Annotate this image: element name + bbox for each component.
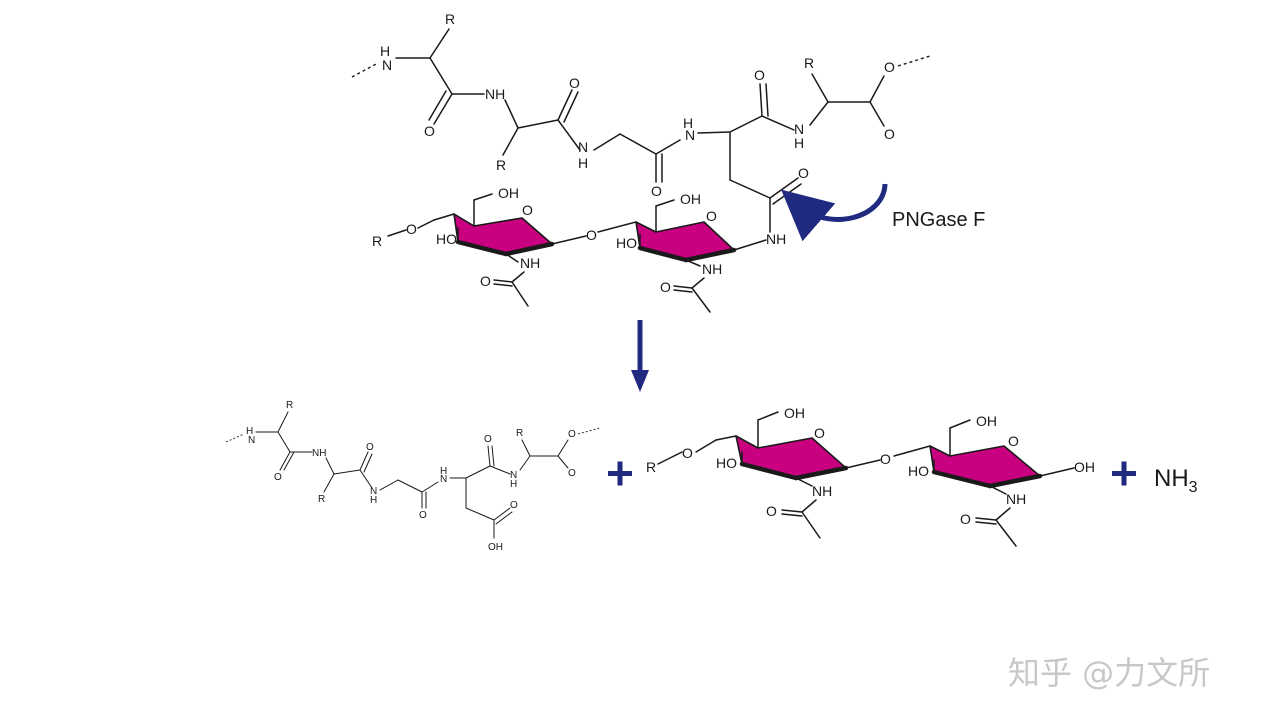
atom-r: R xyxy=(804,55,814,71)
atom-o: O xyxy=(569,75,580,91)
atom-n-h: H xyxy=(440,466,447,477)
atom-o: O xyxy=(522,202,533,218)
atom-n-h: H xyxy=(510,479,517,490)
atom-n: N xyxy=(440,474,447,485)
plus-sign xyxy=(1112,461,1136,486)
atom-o: O xyxy=(960,511,971,527)
atom-n-h: H xyxy=(380,43,390,59)
atom-o: O xyxy=(424,123,435,139)
atom-o: O xyxy=(406,221,417,237)
atom-oh: OH xyxy=(976,413,997,429)
atom-o: O xyxy=(510,500,518,511)
atom-oh: OH xyxy=(1074,459,1095,475)
enzyme-label: PNGase F xyxy=(892,209,985,231)
atom-r: R xyxy=(516,428,523,439)
atom-o: O xyxy=(419,510,427,521)
atom-r: R xyxy=(496,157,506,173)
atom-nh: NH xyxy=(312,448,326,459)
atom-ho: HO xyxy=(908,463,929,479)
atom-nh: NH xyxy=(1006,491,1026,507)
atom-r: R xyxy=(286,400,293,411)
atom-o: O xyxy=(884,126,895,142)
atom-nh: NH xyxy=(702,261,722,277)
atom-ho: HO xyxy=(436,231,457,247)
atom-n: N xyxy=(578,139,588,155)
atom-n-h: H xyxy=(794,135,804,151)
atom-n-h: H xyxy=(370,495,377,506)
enzyme-arrow xyxy=(781,183,888,242)
atom-o: O xyxy=(568,468,576,479)
atom-o: O xyxy=(754,67,765,83)
atom-o: O xyxy=(766,503,777,519)
atom-o: O xyxy=(484,434,492,445)
atom-o: O xyxy=(568,429,576,440)
atom-oh: OH xyxy=(784,405,805,421)
atom-o: O xyxy=(884,59,895,75)
atom-n: N xyxy=(382,57,392,73)
atom-oh: OH xyxy=(488,542,503,553)
atom-ho: HO xyxy=(616,235,637,251)
atom-o: O xyxy=(1008,433,1019,449)
atom-n: N xyxy=(370,486,377,497)
atom-n: N xyxy=(685,127,695,143)
atom-n-h: H xyxy=(578,155,588,171)
atom-oh: OH xyxy=(680,191,701,207)
atom-ho: HO xyxy=(716,455,737,471)
atom-r: R xyxy=(372,233,382,249)
atom-n-h: H xyxy=(683,115,693,131)
atom-n: N xyxy=(794,121,804,137)
atom-nh: NH xyxy=(485,86,505,102)
atom-o: O xyxy=(880,451,891,467)
atom-oh: OH xyxy=(498,185,519,201)
atom-o: O xyxy=(814,425,825,441)
atom-nh: NH xyxy=(812,483,832,499)
atom-r: R xyxy=(646,459,656,475)
atom-n: N xyxy=(510,470,517,481)
atom-o: O xyxy=(706,208,717,224)
plus-sign xyxy=(608,461,632,486)
atom-o: O xyxy=(586,227,597,243)
released-glycan: R O O OH HO NH O O O OH HO NH xyxy=(646,405,1095,547)
reaction-arrow xyxy=(631,320,649,392)
atom-n-h: H xyxy=(246,426,253,437)
atom-o: O xyxy=(798,165,809,181)
atom-o: O xyxy=(274,472,282,483)
atom-o: O xyxy=(651,183,662,199)
atom-r: R xyxy=(318,494,325,505)
atom-o: O xyxy=(480,273,491,289)
atom-r: R xyxy=(445,11,455,27)
atom-o: O xyxy=(366,442,374,453)
atom-nh: NH xyxy=(520,255,540,271)
atom-o: O xyxy=(682,445,693,461)
atom-n: N xyxy=(248,435,255,446)
atom-nh: NH xyxy=(766,231,786,247)
atom-o: O xyxy=(660,279,671,295)
deglycosylated-peptide: H N R O NH R O N H O H N O N H xyxy=(225,400,601,553)
watermark: 知乎 @力文所 xyxy=(1008,654,1210,692)
glycopeptide-substrate: H N R O NH R O N H O H N O N H xyxy=(351,11,931,313)
ammonia-label: NH3 xyxy=(1154,465,1198,496)
